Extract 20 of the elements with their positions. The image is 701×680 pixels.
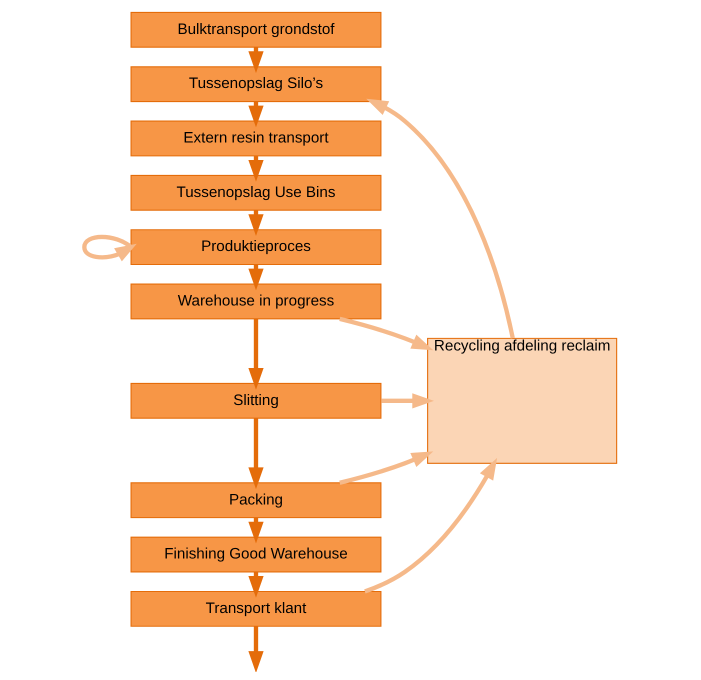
node-box: Extern resin transport [130, 120, 382, 156]
node-box: Warehouse in progress [130, 284, 382, 320]
node-box: Recycling afdeling reclaim [427, 338, 618, 464]
arrow [248, 418, 264, 490]
node-box: Tussenopslag Silo’s [130, 66, 382, 102]
arrow [339, 316, 434, 350]
node-box: Bulktransport grondstof [130, 12, 382, 48]
node-box: Produktieproces [130, 229, 382, 266]
node-box: Finishing Good Warehouse [130, 536, 382, 572]
arrow [339, 451, 434, 485]
arrow [381, 393, 434, 408]
node-box: Slitting [130, 382, 382, 419]
node-box: Tussenopslag Use Bins [130, 174, 382, 211]
arrow [248, 319, 264, 390]
arrow [248, 626, 264, 672]
arrow [364, 458, 498, 594]
arrow [82, 234, 137, 262]
arrow [366, 98, 515, 339]
node-box: Packing [130, 482, 382, 518]
node-box: Transport klant [130, 590, 382, 627]
